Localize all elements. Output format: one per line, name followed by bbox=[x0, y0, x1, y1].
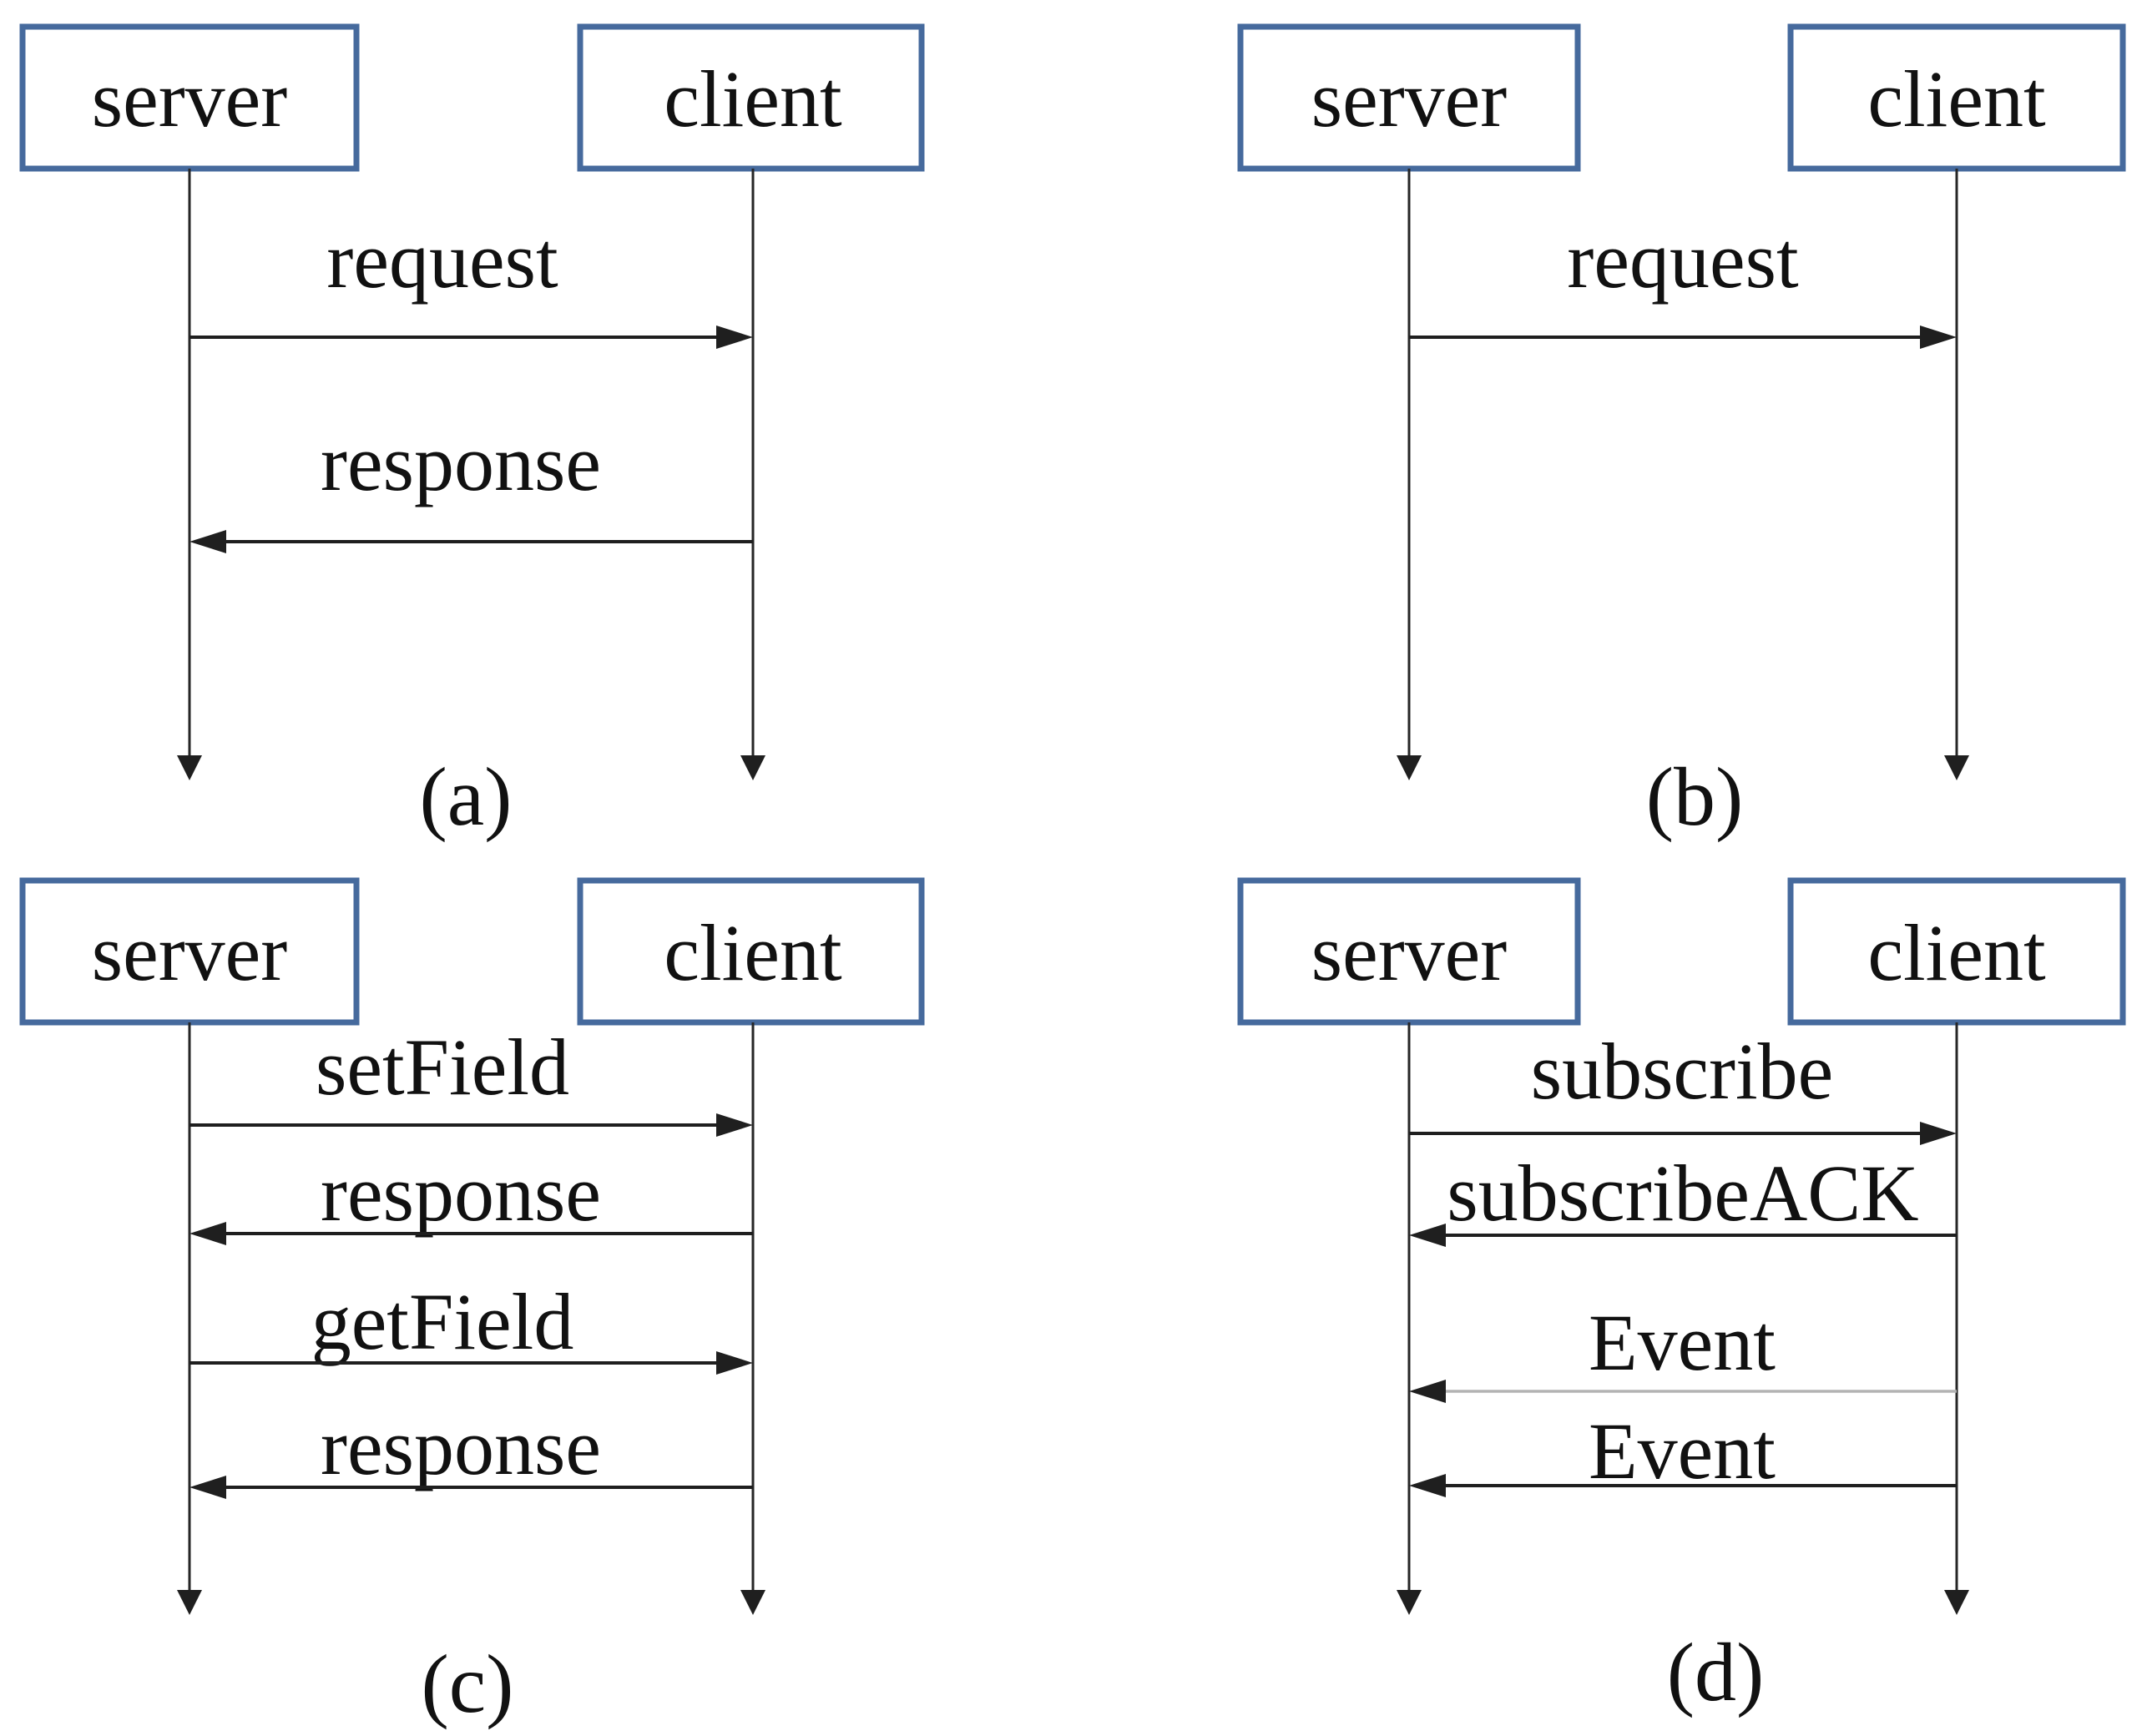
server-actor-box bbox=[19, 877, 360, 1026]
client-lifeline-arrowhead-icon bbox=[740, 755, 765, 780]
arrowhead-right-icon bbox=[716, 1113, 753, 1137]
client-lifeline-arrowhead-icon bbox=[1944, 755, 1969, 780]
arrowhead-right-icon bbox=[1920, 326, 1957, 349]
server-actor-label: server bbox=[92, 908, 288, 997]
client-actor-label: client bbox=[1867, 908, 2046, 997]
panel-caption: (c) bbox=[422, 1638, 514, 1730]
client-actor-label: client bbox=[1867, 54, 2046, 144]
server-actor-label: server bbox=[1311, 908, 1508, 997]
arrowhead-left-icon bbox=[1409, 1474, 1446, 1497]
client-actor-box bbox=[577, 23, 925, 172]
panel-caption: (d) bbox=[1667, 1626, 1765, 1718]
server-lifeline-arrowhead-icon bbox=[1397, 755, 1422, 780]
server-lifeline-arrowhead-icon bbox=[177, 1590, 202, 1615]
panel-c: server client setField response getField… bbox=[19, 877, 925, 1730]
arrowhead-left-icon bbox=[1409, 1224, 1446, 1247]
message-label: getField bbox=[311, 1277, 574, 1366]
client-actor-label: client bbox=[664, 908, 842, 997]
server-actor-box bbox=[19, 23, 360, 172]
arrowhead-right-icon bbox=[716, 1351, 753, 1375]
arrowhead-right-icon bbox=[716, 326, 753, 349]
client-actor-label: client bbox=[664, 54, 842, 144]
message-label: setField bbox=[316, 1022, 569, 1112]
message-label: response bbox=[321, 1148, 601, 1238]
panel-caption: (a) bbox=[420, 750, 513, 843]
arrowhead-left-icon bbox=[189, 530, 226, 553]
server-actor-label: server bbox=[1311, 54, 1508, 144]
panel-b: server client request (b) bbox=[1237, 23, 2126, 843]
message-label: Event bbox=[1589, 1298, 1776, 1387]
client-actor-box bbox=[577, 877, 925, 1026]
message-label: subscribe bbox=[1531, 1027, 1834, 1116]
arrowhead-right-icon bbox=[1920, 1122, 1957, 1145]
client-actor-box bbox=[1787, 877, 2126, 1026]
server-lifeline-arrowhead-icon bbox=[177, 755, 202, 780]
message-label: request bbox=[326, 215, 558, 305]
server-actor-box bbox=[1237, 23, 1581, 172]
panel-d: server client subscribe subscribeACK Eve… bbox=[1237, 877, 2126, 1718]
message-label: subscribeACK bbox=[1447, 1148, 1918, 1238]
message-label: response bbox=[321, 1402, 601, 1491]
panel-a: server client request response (a) bbox=[19, 23, 925, 843]
client-lifeline-arrowhead-icon bbox=[740, 1590, 765, 1615]
panel-caption: (b) bbox=[1646, 750, 1744, 843]
arrowhead-left-icon bbox=[1409, 1380, 1446, 1403]
server-actor-box bbox=[1237, 877, 1581, 1026]
message-label: Event bbox=[1589, 1406, 1776, 1496]
message-label: request bbox=[1567, 215, 1799, 305]
server-lifeline-arrowhead-icon bbox=[1397, 1590, 1422, 1615]
message-label: response bbox=[321, 418, 601, 507]
server-actor-label: server bbox=[92, 54, 288, 144]
client-lifeline-arrowhead-icon bbox=[1944, 1590, 1969, 1615]
arrowhead-left-icon bbox=[189, 1222, 226, 1245]
arrowhead-left-icon bbox=[189, 1476, 226, 1499]
